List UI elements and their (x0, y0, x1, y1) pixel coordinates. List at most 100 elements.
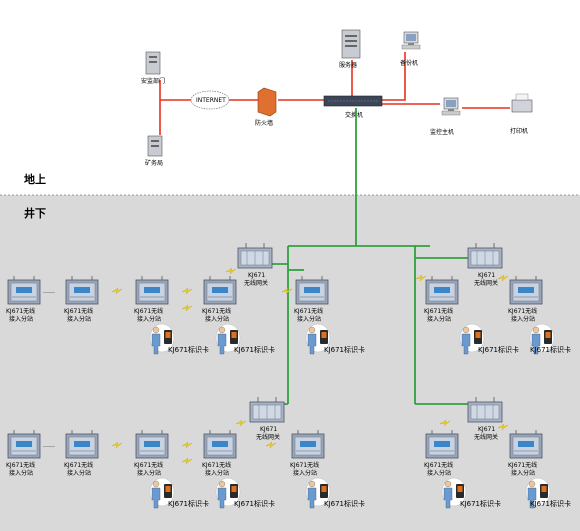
switch-label: 交换机 (345, 111, 363, 119)
person-with-card[interactable]: KJ671标识卡 (305, 323, 365, 355)
card-label: KJ671标识卡 (168, 345, 209, 354)
person-with-card[interactable]: KJ671标识卡 (149, 477, 209, 509)
person-with-card[interactable]: KJ671标识卡 (305, 477, 365, 509)
substation-label-line2: 接入分站 (427, 315, 451, 323)
mining-bureau-node[interactable]: 矿务局 (145, 135, 163, 167)
surface-links (159, 52, 510, 135)
substation-label-line1: KJ671无线 (508, 307, 537, 315)
substation-label-line2: 接入分站 (511, 315, 535, 323)
safety-dept-node[interactable]: 安监部门 (141, 51, 165, 85)
printer-label: 打印机 (510, 127, 528, 135)
substation-label-line1: KJ671无线 (6, 307, 35, 315)
substation-label-line2: 接入分站 (205, 315, 229, 323)
card-label: KJ671标识卡 (530, 499, 571, 508)
substation-label-line2: 接入分站 (67, 469, 91, 477)
person-with-card[interactable]: KJ671标识卡 (215, 323, 275, 355)
monitor-host-label: 监控主机 (430, 128, 454, 136)
card-label: KJ671标识卡 (234, 345, 275, 354)
person-with-card[interactable]: KJ671标识卡 (459, 323, 519, 355)
firewall-label: 防火墙 (255, 119, 273, 127)
substation-label-line2: 接入分站 (205, 469, 229, 477)
person-with-card[interactable]: KJ671标识卡 (529, 323, 571, 355)
gateway-1[interactable]: KJ671 无线网关 (237, 242, 273, 287)
gateway-label-line2: 无线网关 (256, 433, 280, 441)
substation-label-line1: KJ671无线 (508, 461, 537, 469)
gateway-3[interactable]: KJ671 无线网关 (249, 396, 285, 441)
server-icon (341, 29, 361, 59)
substation-label-line2: 接入分站 (427, 469, 451, 477)
gateway-label-line2: 无线网关 (474, 279, 498, 287)
cloud-icon (190, 90, 230, 110)
card-label: KJ671标识卡 (168, 499, 209, 508)
gateway-4[interactable]: KJ671 无线网关 (467, 396, 503, 441)
ellipsis-text: …… (43, 442, 55, 449)
card-label: KJ671标识卡 (324, 499, 365, 508)
mining-bureau-label: 矿务局 (145, 159, 163, 167)
gateway-label-line1: KJ671 (248, 272, 265, 279)
substation-label-line2: 接入分站 (9, 469, 33, 477)
substation-label-line1: KJ671无线 (294, 307, 323, 315)
gateway-label-line2: 无线网关 (244, 279, 268, 287)
firewall-icon (257, 87, 277, 117)
monitor-host-node[interactable]: 监控主机 (430, 97, 461, 136)
substation-label-line2: 接入分站 (511, 469, 535, 477)
substation-label-line2: 接入分站 (297, 315, 321, 323)
person-with-card[interactable]: KJ671标识卡 (215, 477, 275, 509)
backup-node[interactable]: 备份机 (400, 31, 421, 67)
internet-cloud[interactable]: INTERNET (190, 90, 230, 110)
card-label: KJ671标识卡 (530, 345, 571, 354)
person-with-card[interactable]: KJ671标识卡 (149, 323, 209, 355)
substation-label-line2: 接入分站 (293, 469, 317, 477)
gateway-label-line1: KJ671 (478, 272, 495, 279)
gateway-label-line2: 无线网关 (474, 433, 498, 441)
server-label: 服务器 (339, 61, 357, 69)
substation-label-line2: 接入分站 (9, 315, 33, 323)
computer-icon (441, 97, 461, 116)
card-label: KJ671标识卡 (324, 345, 365, 354)
substation-label-line1: KJ671无线 (202, 307, 231, 315)
card-label: KJ671标识卡 (460, 499, 501, 508)
substation-label-line1: KJ671无线 (134, 307, 163, 315)
computer-icon (401, 31, 421, 50)
gateway-2[interactable]: KJ671 无线网关 (467, 242, 503, 287)
person-with-card[interactable]: KJ671标识卡 (525, 477, 571, 509)
substation-label-line2: 接入分站 (137, 315, 161, 323)
substation-label-line1: KJ671无线 (64, 461, 93, 469)
surface-label: 地上 (24, 172, 46, 186)
card-label: KJ671标识卡 (234, 499, 275, 508)
substation-label-line2: 接入分站 (67, 315, 91, 323)
substation-label-line1: KJ671无线 (134, 461, 163, 469)
gateway-label-line1: KJ671 (478, 426, 495, 433)
backup-label: 备份机 (400, 59, 418, 67)
substation-label-line1: KJ671无线 (424, 307, 453, 315)
switch-node[interactable]: 交换机 (323, 95, 383, 119)
printer-node[interactable]: 打印机 (510, 93, 533, 135)
card-label: KJ671标识卡 (478, 345, 519, 354)
printer-icon (511, 99, 533, 113)
underground-label: 井下 (24, 206, 46, 220)
firewall-node[interactable]: 防火墙 (255, 87, 277, 127)
safety-dept-label: 安监部门 (141, 77, 165, 85)
person-with-card[interactable]: KJ671标识卡 (441, 477, 501, 509)
substation-label-line2: 接入分站 (137, 469, 161, 477)
substation-label-line1: KJ671无线 (202, 461, 231, 469)
server-node[interactable]: 服务器 (339, 29, 361, 69)
ellipsis-text: …… (43, 288, 55, 295)
substation-label-line1: KJ671无线 (424, 461, 453, 469)
substation-label-line1: KJ671无线 (290, 461, 319, 469)
